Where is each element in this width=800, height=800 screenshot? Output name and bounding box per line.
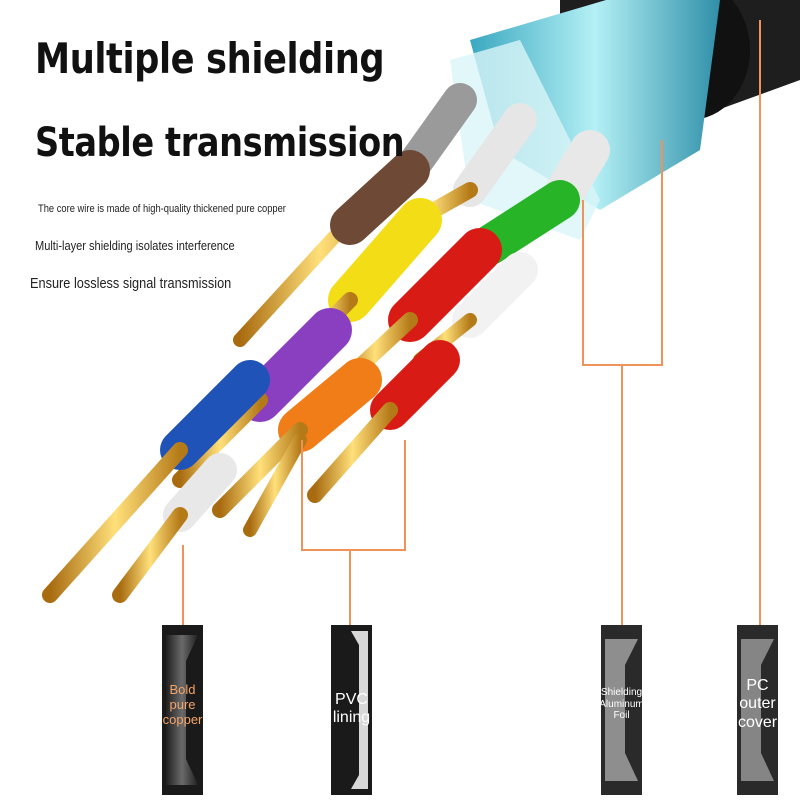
headline-secondary: Stable transmission bbox=[35, 120, 405, 166]
callout-line-foil bbox=[582, 140, 663, 630]
layer-tag-foil: Shielding Aluminum Foil bbox=[599, 625, 644, 795]
layer-tag-cover: PC outer cover bbox=[737, 625, 778, 795]
layer-tag-pvc-label: PVC lining bbox=[332, 691, 371, 727]
callout-line-pvc bbox=[301, 440, 406, 630]
callout-lines bbox=[182, 20, 761, 630]
note-lossless: Ensure lossless signal transmission bbox=[30, 275, 232, 292]
note-shielding: Multi-layer shielding isolates interfere… bbox=[35, 238, 235, 253]
headline-primary: Multiple shielding bbox=[35, 34, 385, 83]
aluminum-foil-shield bbox=[450, 0, 720, 240]
layer-tag-pvc: PVC lining bbox=[331, 625, 372, 795]
core-wires bbox=[42, 83, 610, 603]
layer-tag-foil-label: Shielding Aluminum Foil bbox=[599, 687, 644, 721]
layer-tag-copper-label: Bold pure copper bbox=[162, 682, 203, 727]
note-core-wire: The core wire is made of high-quality th… bbox=[38, 203, 286, 215]
layer-tag-cover-label: PC outer cover bbox=[737, 677, 778, 731]
layer-tag-copper: Bold pure copper bbox=[162, 625, 203, 795]
